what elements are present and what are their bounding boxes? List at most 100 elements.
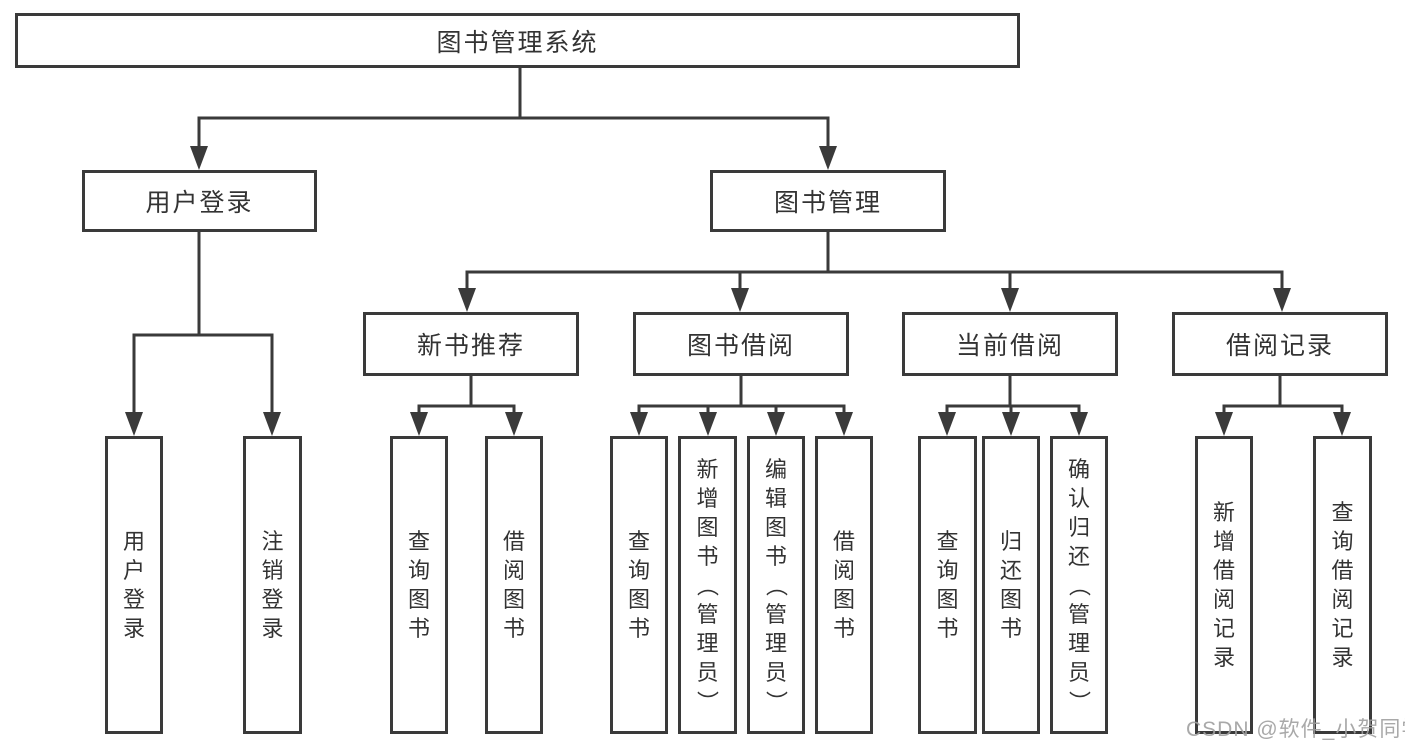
leaf-query-books-borrow: 查询图书 (610, 436, 668, 734)
vertical-char: 阅 (832, 558, 855, 583)
vertical-char: 借 (832, 529, 855, 554)
vertical-char: 书 (502, 616, 525, 641)
vertical-char: （ (694, 573, 720, 597)
connector-book-mgmt-branch (465, 270, 1284, 288)
vertical-char: 新 (696, 456, 719, 482)
arrowhead-user-login (190, 146, 208, 170)
vertical-char: 借 (502, 529, 525, 554)
leaf-add-borrow-record: 新增借阅记录 (1195, 436, 1253, 734)
vertical-char: 户 (122, 558, 145, 583)
vertical-char: 阅 (1331, 587, 1354, 612)
vertical-char: 书 (407, 616, 430, 641)
node-book-borrow: 图书借阅 (633, 312, 849, 376)
node-label: 归还图书 (985, 527, 1037, 643)
vertical-char: 员 (1067, 659, 1090, 685)
vertical-char: 登 (261, 587, 284, 612)
node-book-management: 图书管理 (710, 170, 946, 232)
arrowhead-leaf (1333, 412, 1351, 436)
arrowhead-leaf (410, 412, 428, 436)
leaf-logout: 注销登录 (243, 436, 302, 734)
leaf-borrow-books: 借阅图书 (815, 436, 873, 734)
connector-book-borrow (630, 376, 853, 436)
connector-user-login (125, 232, 281, 436)
leaf-query-books-current: 查询图书 (918, 436, 977, 734)
vertical-char: 归 (999, 529, 1022, 554)
vertical-char: 登 (122, 587, 145, 612)
vertical-char: 书 (696, 543, 719, 569)
connector-root-branch (197, 116, 830, 146)
vertical-char: 录 (261, 616, 284, 641)
vertical-char: 书 (627, 616, 650, 641)
vertical-char: 认 (1067, 485, 1090, 511)
node-label: 用户登录 (145, 189, 254, 217)
vertical-char: 理 (696, 630, 719, 656)
connector-branch (945, 404, 1081, 412)
vertical-char: 图 (832, 587, 855, 612)
arrowhead-leaf (835, 412, 853, 436)
arrowhead-leaf (125, 412, 143, 436)
arrowhead-leaf (263, 412, 281, 436)
vertical-char: ） (763, 689, 789, 713)
vertical-char: 录 (122, 616, 145, 641)
arrowhead-level3 (1273, 288, 1291, 312)
vertical-char: 询 (407, 558, 430, 583)
vertical-char: 借 (1212, 558, 1235, 583)
vertical-char: ） (694, 689, 720, 713)
vertical-char: 管 (764, 601, 787, 627)
node-label: 图书管理 (773, 189, 882, 217)
node-user-login: 用户登录 (82, 170, 317, 232)
vertical-char: 录 (1331, 645, 1354, 670)
vertical-char: 销 (261, 558, 284, 583)
vertical-char: 图 (764, 514, 787, 540)
vertical-char: 查 (1331, 500, 1354, 525)
vertical-char: 辑 (764, 485, 787, 511)
connector-borrow-records (1215, 376, 1351, 436)
connector-current-borrow (938, 376, 1088, 436)
connector-book-mgmt (458, 231, 1291, 312)
vertical-char: 图 (502, 587, 525, 612)
connector-root (190, 68, 837, 170)
vertical-char: 图 (936, 587, 959, 612)
leaf-query-books-recommend: 查询图书 (390, 436, 448, 734)
vertical-char: 录 (1212, 645, 1235, 670)
vertical-char: 增 (1212, 529, 1235, 554)
node-label: 借阅记录 (1225, 332, 1334, 360)
connector-branch (417, 404, 516, 412)
node-label: 注销登录 (246, 527, 299, 643)
vertical-char: 确 (1067, 456, 1090, 482)
connector-branch (637, 404, 846, 412)
node-label: 编辑图书（管理员） (750, 455, 802, 716)
leaf-add-books-admin: 新增图书（管理员） (678, 436, 737, 734)
vertical-char: 书 (764, 543, 787, 569)
vertical-char: 还 (1067, 543, 1090, 569)
connector-branch (1222, 404, 1344, 412)
vertical-char: 管 (1067, 601, 1090, 627)
leaf-user-login: 用户登录 (105, 436, 163, 734)
vertical-char: 查 (407, 529, 430, 554)
vertical-char: 查 (627, 529, 650, 554)
leaf-query-borrow-record: 查询借阅记录 (1313, 436, 1372, 734)
node-label: 确认归还（管理员） (1053, 455, 1105, 716)
leaf-borrow-books-recommend: 借阅图书 (485, 436, 543, 734)
arrowhead-leaf (767, 412, 785, 436)
node-label: 图书借阅 (686, 332, 795, 360)
vertical-char: 询 (1331, 529, 1354, 554)
vertical-char: 增 (696, 485, 719, 511)
node-label: 查询图书 (393, 527, 445, 643)
vertical-char: 借 (1331, 558, 1354, 583)
arrowhead-leaf (1002, 412, 1020, 436)
vertical-char: （ (763, 573, 789, 597)
vertical-char: （ (1066, 573, 1092, 597)
vertical-char: 员 (696, 659, 719, 685)
leaf-edit-books-admin: 编辑图书（管理员） (747, 436, 805, 734)
vertical-char: 归 (1067, 514, 1090, 540)
vertical-char: 查 (936, 529, 959, 554)
vertical-char: 记 (1331, 616, 1354, 641)
arrowhead-leaf (505, 412, 523, 436)
arrowhead-level3 (458, 288, 476, 312)
vertical-char: ） (1066, 689, 1092, 713)
leaf-return-books: 归还图书 (982, 436, 1040, 734)
vertical-char: 员 (764, 659, 787, 685)
